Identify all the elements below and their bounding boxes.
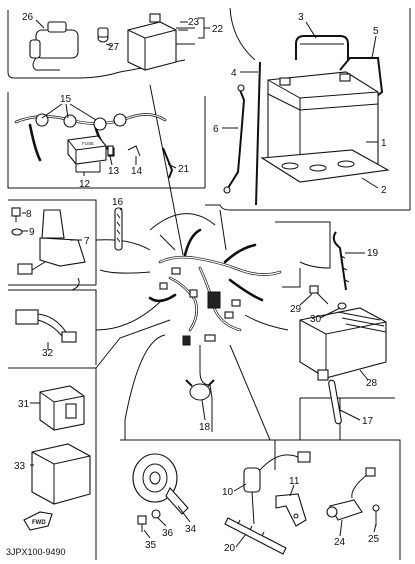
callout-20: 20: [224, 543, 236, 554]
callout-30: 30: [310, 314, 322, 325]
callout-25: 25: [368, 534, 380, 545]
part-10-switch: [243, 451, 311, 525]
part-31-relay: [39, 385, 85, 431]
callout-26: 26: [22, 12, 34, 23]
part-12-fuse-holder: FUSE: [67, 135, 141, 165]
callout-1: 1: [381, 138, 387, 149]
callout-32: 32: [42, 348, 54, 359]
wire-harness: [148, 228, 282, 346]
callout-21: 21: [178, 164, 190, 175]
part-22-relay: [127, 13, 195, 71]
callout-11: 11: [289, 476, 300, 487]
callout-22: 22: [212, 24, 224, 35]
part-34-horn: [132, 453, 189, 515]
callout-14: 14: [131, 166, 143, 177]
callout-35: 35: [145, 540, 157, 551]
part-20-tie: [224, 517, 287, 555]
part-11-bracket: [275, 493, 307, 527]
part-35-bolt: [137, 509, 161, 532]
callout-labels: 26 27 23 22 3 5 4 6 1 2 15 13 14 12 21 1…: [6, 12, 387, 557]
part-4-rod: [255, 61, 261, 206]
fwd-label: FWD: [32, 520, 46, 526]
callout-29: 29: [290, 304, 302, 315]
callout-13: 13: [108, 166, 120, 177]
part-3-battery-strap: [295, 35, 349, 60]
callout-33: 33: [14, 461, 26, 472]
callout-19: 19: [367, 248, 379, 259]
part-16-band: [114, 207, 123, 251]
part-28-ignitor: [299, 307, 387, 381]
callout-2: 2: [381, 185, 387, 196]
part-13-fuse: [107, 145, 114, 156]
part-21-tie: [162, 147, 174, 179]
callout-9: 9: [29, 227, 35, 238]
callout-5: 5: [373, 26, 379, 37]
part-24-switch: [326, 467, 376, 521]
part-17-band: [328, 379, 342, 425]
part-19-band: [332, 231, 350, 291]
part-2-battery-tray: [260, 149, 390, 183]
drawing-code: 3JPX100-9490: [6, 547, 66, 557]
callout-4: 4: [231, 68, 237, 79]
callout-15: 15: [60, 94, 72, 105]
part-27-rubber: [97, 27, 109, 43]
callout-31: 31: [18, 399, 30, 410]
callout-8: 8: [26, 209, 32, 220]
callout-24: 24: [334, 537, 346, 548]
fwd-marker: FWD: [23, 511, 53, 531]
part-18-clamp: [185, 379, 215, 401]
part-33-unit: [31, 443, 91, 505]
fuse-label: FUSE: [82, 141, 94, 146]
callout-27: 27: [108, 42, 120, 53]
callout-23: 23: [188, 17, 200, 28]
callout-3: 3: [298, 12, 304, 23]
callout-7: 7: [84, 236, 90, 247]
callout-16: 16: [112, 197, 124, 208]
part-6-lead: [223, 84, 246, 194]
callout-10: 10: [222, 487, 234, 498]
callout-34: 34: [185, 524, 197, 535]
part-8-bolt: [11, 207, 23, 236]
callout-6: 6: [213, 124, 219, 135]
callout-28: 28: [366, 378, 378, 389]
part-5-battery-band: [339, 57, 384, 101]
leader-lines: [22, 17, 379, 548]
callout-12: 12: [79, 179, 91, 190]
part-7-sensor: [17, 209, 86, 291]
callout-18: 18: [199, 422, 211, 433]
part-26-coil: [29, 21, 79, 71]
callout-36: 36: [162, 528, 174, 539]
part-25-screw: [372, 504, 380, 526]
part-29-bolt: [309, 285, 347, 310]
part-32-coupler: [15, 309, 77, 343]
callout-17: 17: [362, 416, 374, 427]
